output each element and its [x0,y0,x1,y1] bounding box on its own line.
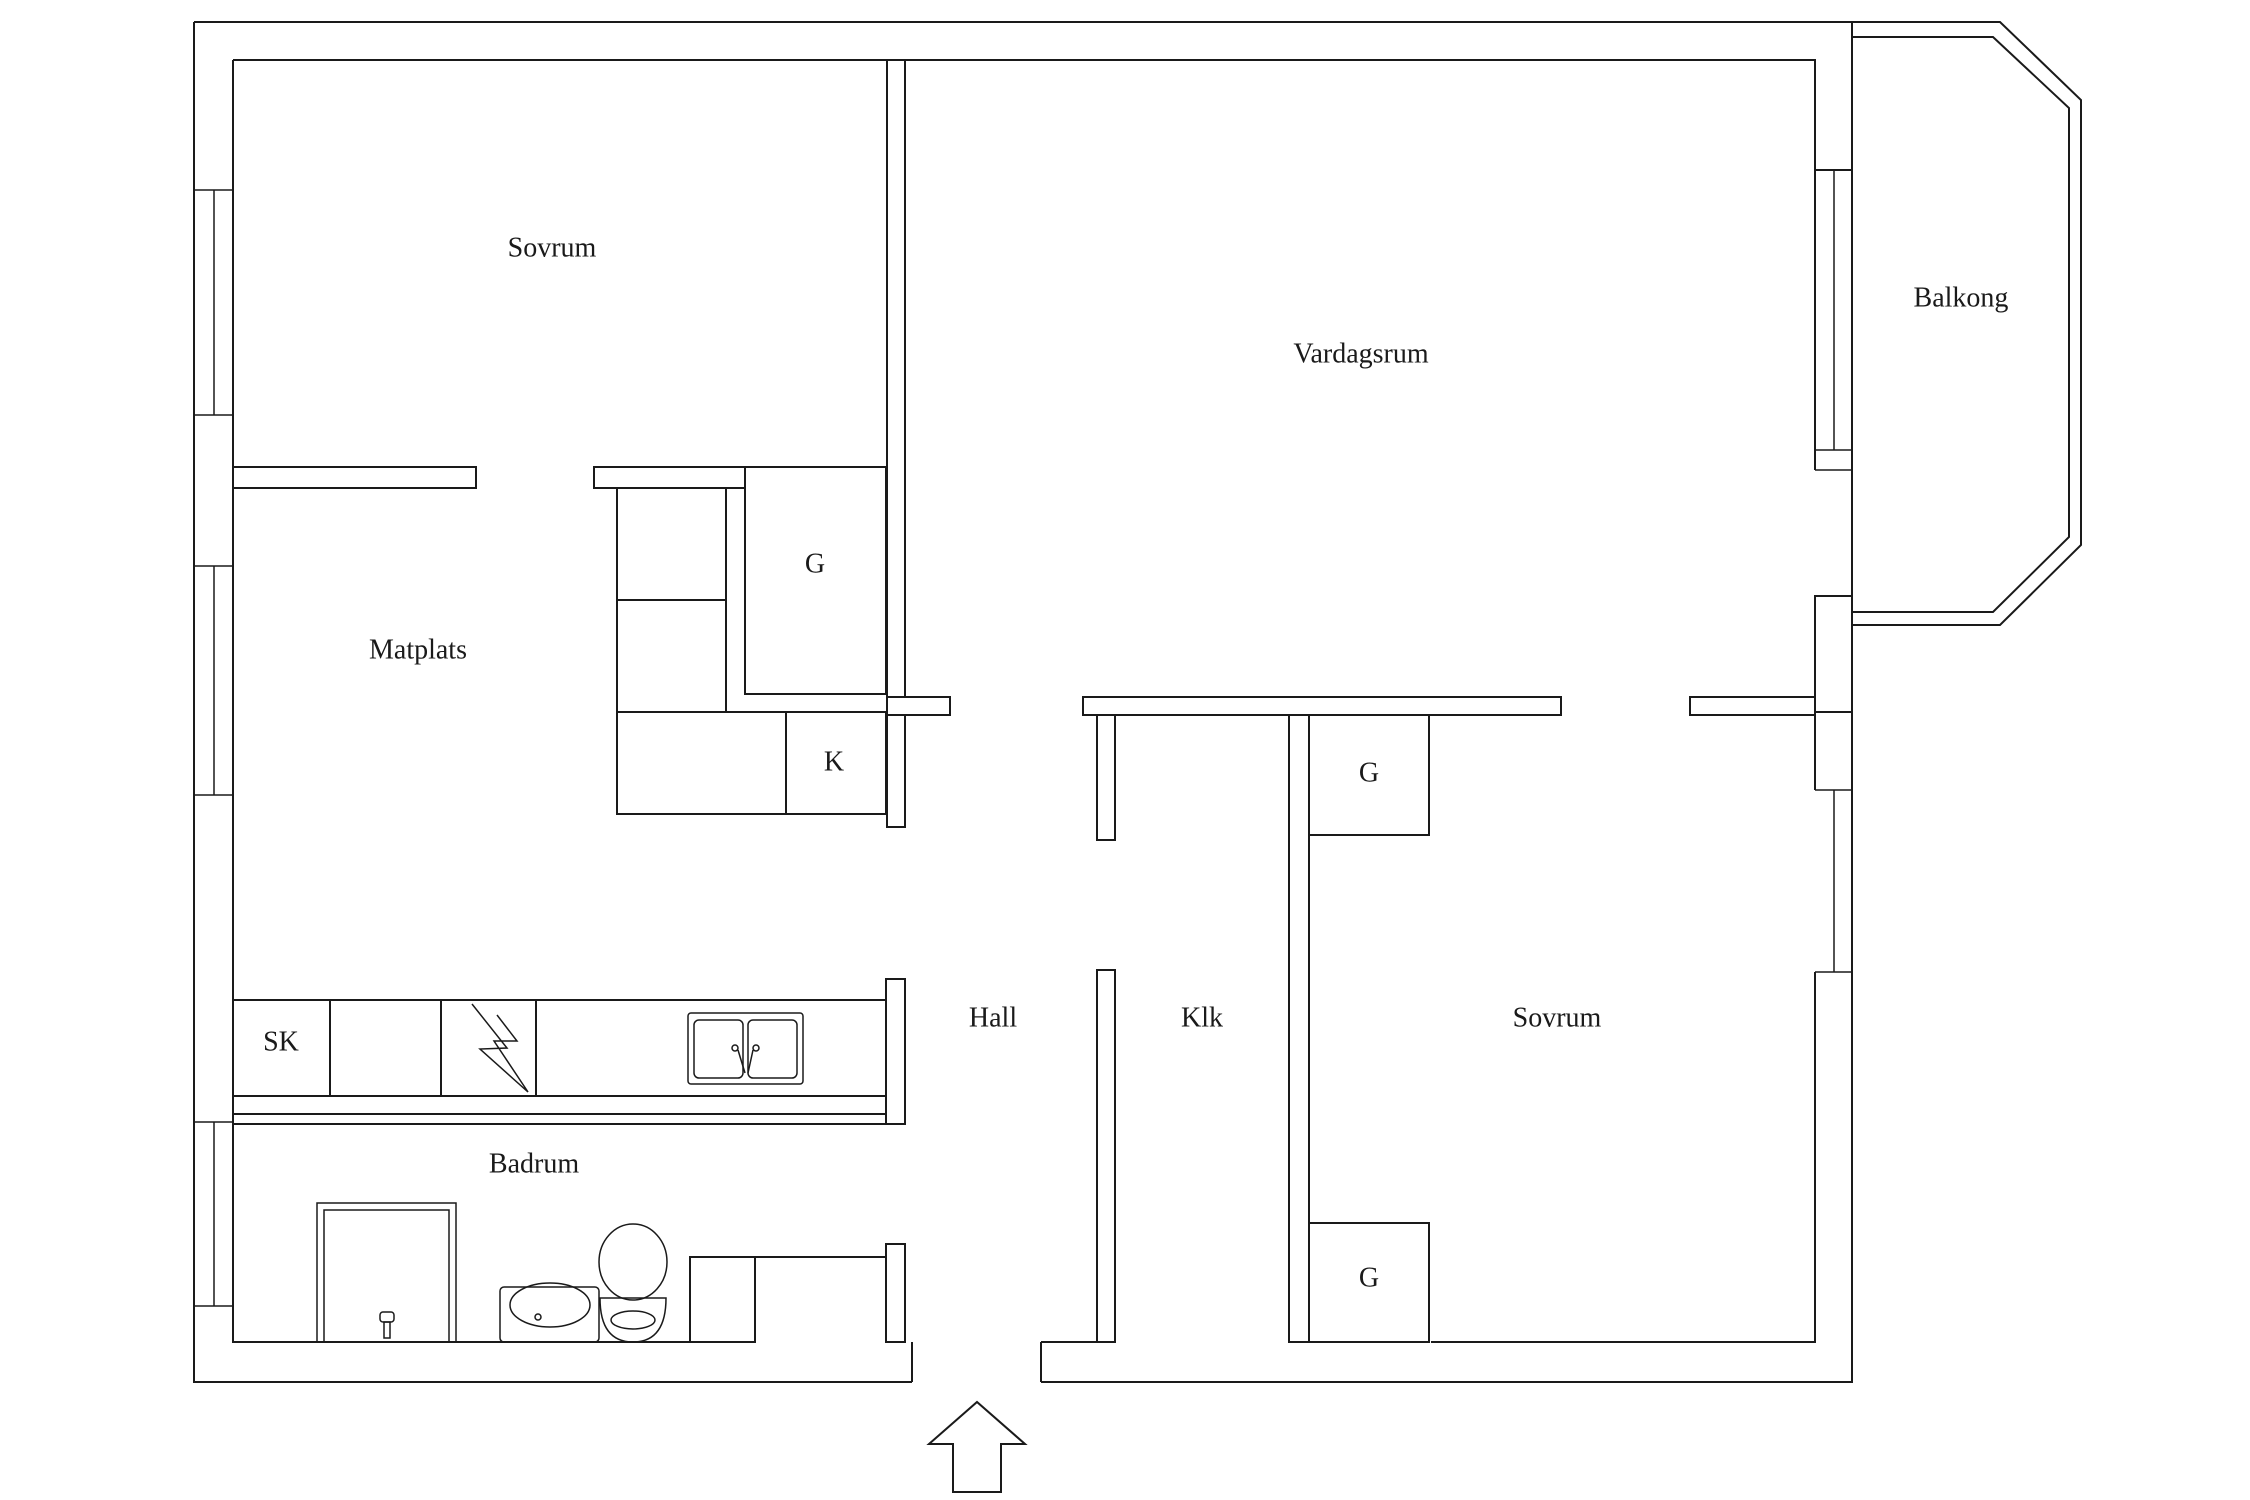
label-garderob-1: G [805,548,825,579]
window-bedroom-1 [194,189,233,416]
label-skap: SK [263,1026,299,1057]
label-kok-skap: K [824,746,844,777]
outer-walls [193,21,1853,1383]
label-balkong: Balkong [1914,282,2009,313]
label-matplats: Matplats [369,634,467,665]
window-living-balcony [1814,169,1852,471]
wardrobe-g-2 [1308,714,1430,836]
interior-walls [232,59,1853,1382]
label-klk: Klk [1181,1002,1223,1033]
cabinet-sk [232,999,331,1097]
wardrobe-g-1 [744,466,887,695]
label-hall: Hall [969,1002,1017,1033]
balcony [1852,21,2082,626]
washbasin-icon [499,1282,600,1343]
label-garderob-2: G [1359,757,1379,788]
label-vardagsrum: Vardagsrum [1293,338,1429,369]
double-sink-icon [687,1012,804,1085]
windows [194,169,1852,1307]
label-badrum: Badrum [489,1148,579,1179]
label-sovrum-1: Sovrum [508,232,597,263]
wardrobe-g-3 [1308,1222,1430,1343]
window-bathroom [194,1121,233,1307]
toilet-icon [598,1223,668,1343]
window-dining [194,565,233,796]
shower-icon [316,1202,457,1343]
cabinet-k [785,711,887,815]
bathroom [316,1202,887,1343]
room-labels: Sovrum Vardagsrum Balkong Matplats G K S… [263,232,2008,1293]
label-sovrum-2: Sovrum [1513,1002,1602,1033]
entrance-arrow-icon [926,1400,1028,1493]
label-garderob-3: G [1359,1262,1379,1293]
kitchen [232,466,887,1097]
wardrobes [1308,714,1430,1343]
window-bedroom-2 [1814,712,1852,973]
